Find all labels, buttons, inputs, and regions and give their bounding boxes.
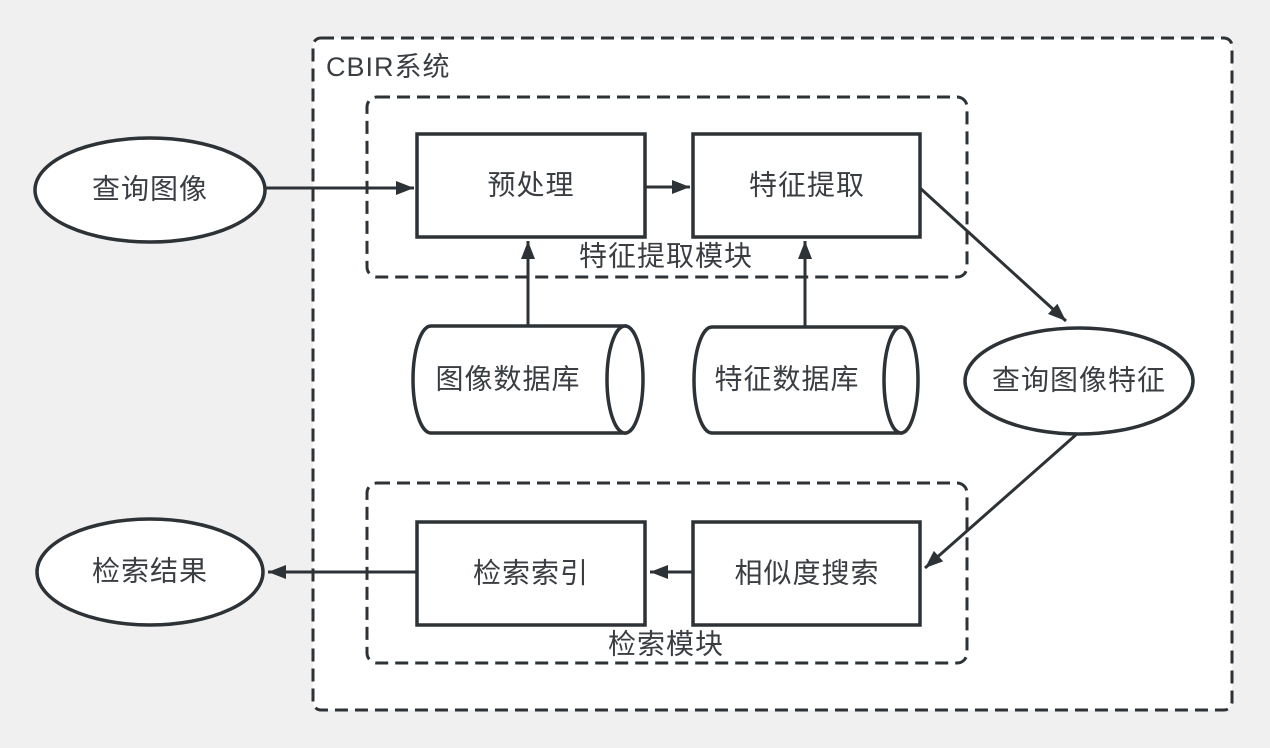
edge-query-feature-to-similarity-search	[924, 431, 1079, 570]
retrieval-index-node	[415, 520, 647, 627]
preprocess-node	[415, 132, 647, 239]
query-feature-node	[963, 326, 1195, 436]
feature-db-node	[692, 325, 920, 435]
feature-db-label: 特征数据库	[714, 363, 860, 395]
result-node	[35, 517, 265, 627]
preprocess-label: 预处理	[487, 169, 575, 201]
image-db-label: 图像数据库	[435, 363, 581, 395]
similarity-search-label: 相似度搜索	[734, 557, 880, 589]
feature-module-label: 特征提取模块	[578, 240, 754, 272]
image-db-body	[411, 324, 627, 435]
edge-feature-extract-to-query-feature	[918, 186, 1068, 323]
query-feature-label: 查询图像特征	[991, 364, 1167, 396]
image-db-node	[411, 324, 645, 435]
result-label: 检索结果	[91, 555, 209, 587]
feature-db-body	[692, 325, 903, 435]
query-image-label: 查询图像	[91, 173, 209, 205]
image-db-cap	[605, 324, 645, 435]
retrieval-module-label: 检索模块	[607, 628, 725, 660]
feature-extract-label: 特征提取	[748, 169, 866, 201]
query-image-node	[33, 136, 267, 244]
feature-extract-node	[691, 132, 922, 239]
system-container-label: CBIR系统	[326, 52, 451, 82]
feature-db-cap	[882, 325, 920, 435]
retrieval-index-label: 检索索引	[472, 557, 590, 589]
similarity-search-node	[691, 520, 922, 627]
